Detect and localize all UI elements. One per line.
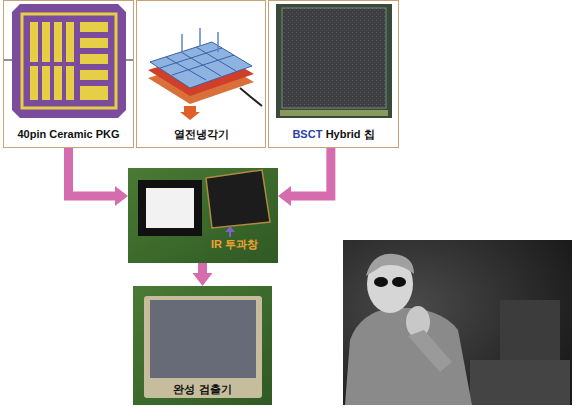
lead-line xyxy=(126,60,133,61)
chip-pads xyxy=(280,110,388,116)
grid-line xyxy=(196,47,236,71)
pad xyxy=(80,38,108,48)
caption-text: 열전냉각기 xyxy=(174,128,229,140)
caption-line: BSCT Hybrid 칩 xyxy=(292,128,374,141)
photo-ground xyxy=(133,286,272,405)
grid-line xyxy=(172,55,234,75)
panel-box: BSCT Hybrid 칩 xyxy=(268,0,399,148)
pad xyxy=(54,66,62,100)
grid-line xyxy=(181,52,221,76)
caption-line: 열전냉각기 xyxy=(174,128,229,141)
thermoelectric-cooler xyxy=(148,28,262,120)
pad-frame xyxy=(22,14,116,108)
grid-line xyxy=(166,57,206,80)
pad xyxy=(80,86,108,100)
package-body xyxy=(12,4,126,118)
photo-ground xyxy=(128,168,278,263)
ir-window-lid xyxy=(206,170,270,228)
hair xyxy=(366,254,414,276)
pad xyxy=(80,54,108,64)
hybrid-chip xyxy=(276,4,392,118)
heat-out-arrow xyxy=(180,106,200,120)
thermal-ground xyxy=(343,240,572,405)
pad xyxy=(66,66,74,100)
sunglasses xyxy=(392,277,406,287)
chip-board xyxy=(276,4,392,118)
pad xyxy=(42,22,50,62)
flow-arrow xyxy=(278,148,331,206)
pad xyxy=(80,22,108,32)
caption-text: Hybrid 칩 xyxy=(326,128,375,140)
pad xyxy=(66,22,74,62)
caption-line: 완성 검출기 xyxy=(173,383,231,396)
flow-arrow xyxy=(69,148,129,206)
background-object xyxy=(500,300,560,360)
caption-text: IR 투과창 xyxy=(211,238,258,250)
caption-text: 40pin Ceramic PKG xyxy=(17,128,119,140)
arrow-shaft xyxy=(198,263,207,273)
wire xyxy=(240,88,262,106)
package-frame xyxy=(138,180,202,236)
pad xyxy=(54,22,62,62)
heat-arrow xyxy=(199,28,201,46)
assembly-photo xyxy=(128,168,278,263)
lead-line xyxy=(4,60,12,61)
detector-photo xyxy=(133,286,272,405)
photo-box: IR 투과창 xyxy=(128,168,278,263)
caption-text: 완성 검출기 xyxy=(173,383,231,395)
pad xyxy=(42,66,50,100)
heat-arrow xyxy=(217,32,219,52)
background-object xyxy=(470,360,570,405)
pad xyxy=(30,22,38,62)
heat-arrow xyxy=(181,34,183,52)
panel-box: 40pin Ceramic PKG xyxy=(3,0,134,148)
caption-text: BSCT xyxy=(292,128,322,140)
caption-line: IR 투과창 xyxy=(211,238,258,251)
thermal-image xyxy=(343,240,572,405)
chip-array xyxy=(282,8,386,108)
cooler-top xyxy=(150,42,252,88)
arrow-head xyxy=(278,186,291,206)
arm-figure xyxy=(408,330,452,372)
arrow-shaft xyxy=(291,148,331,196)
package-window xyxy=(146,188,194,228)
arrow-head xyxy=(193,273,213,286)
ceramic-package xyxy=(4,4,133,118)
arrow-head xyxy=(115,186,128,206)
detector-body xyxy=(144,296,262,398)
caption-line: 40pin Ceramic PKG xyxy=(17,128,119,141)
photo-box: 완성 검출기 xyxy=(133,286,272,405)
detector-window xyxy=(150,300,256,378)
sunglasses xyxy=(374,277,388,287)
pad xyxy=(80,70,108,80)
grid-line xyxy=(160,48,222,68)
flow-arrow xyxy=(193,263,213,286)
pad xyxy=(30,66,38,100)
panel-box: 열전냉각기 xyxy=(136,0,266,148)
leader-arrow-head xyxy=(225,226,235,232)
arrow-shaft xyxy=(69,148,116,196)
